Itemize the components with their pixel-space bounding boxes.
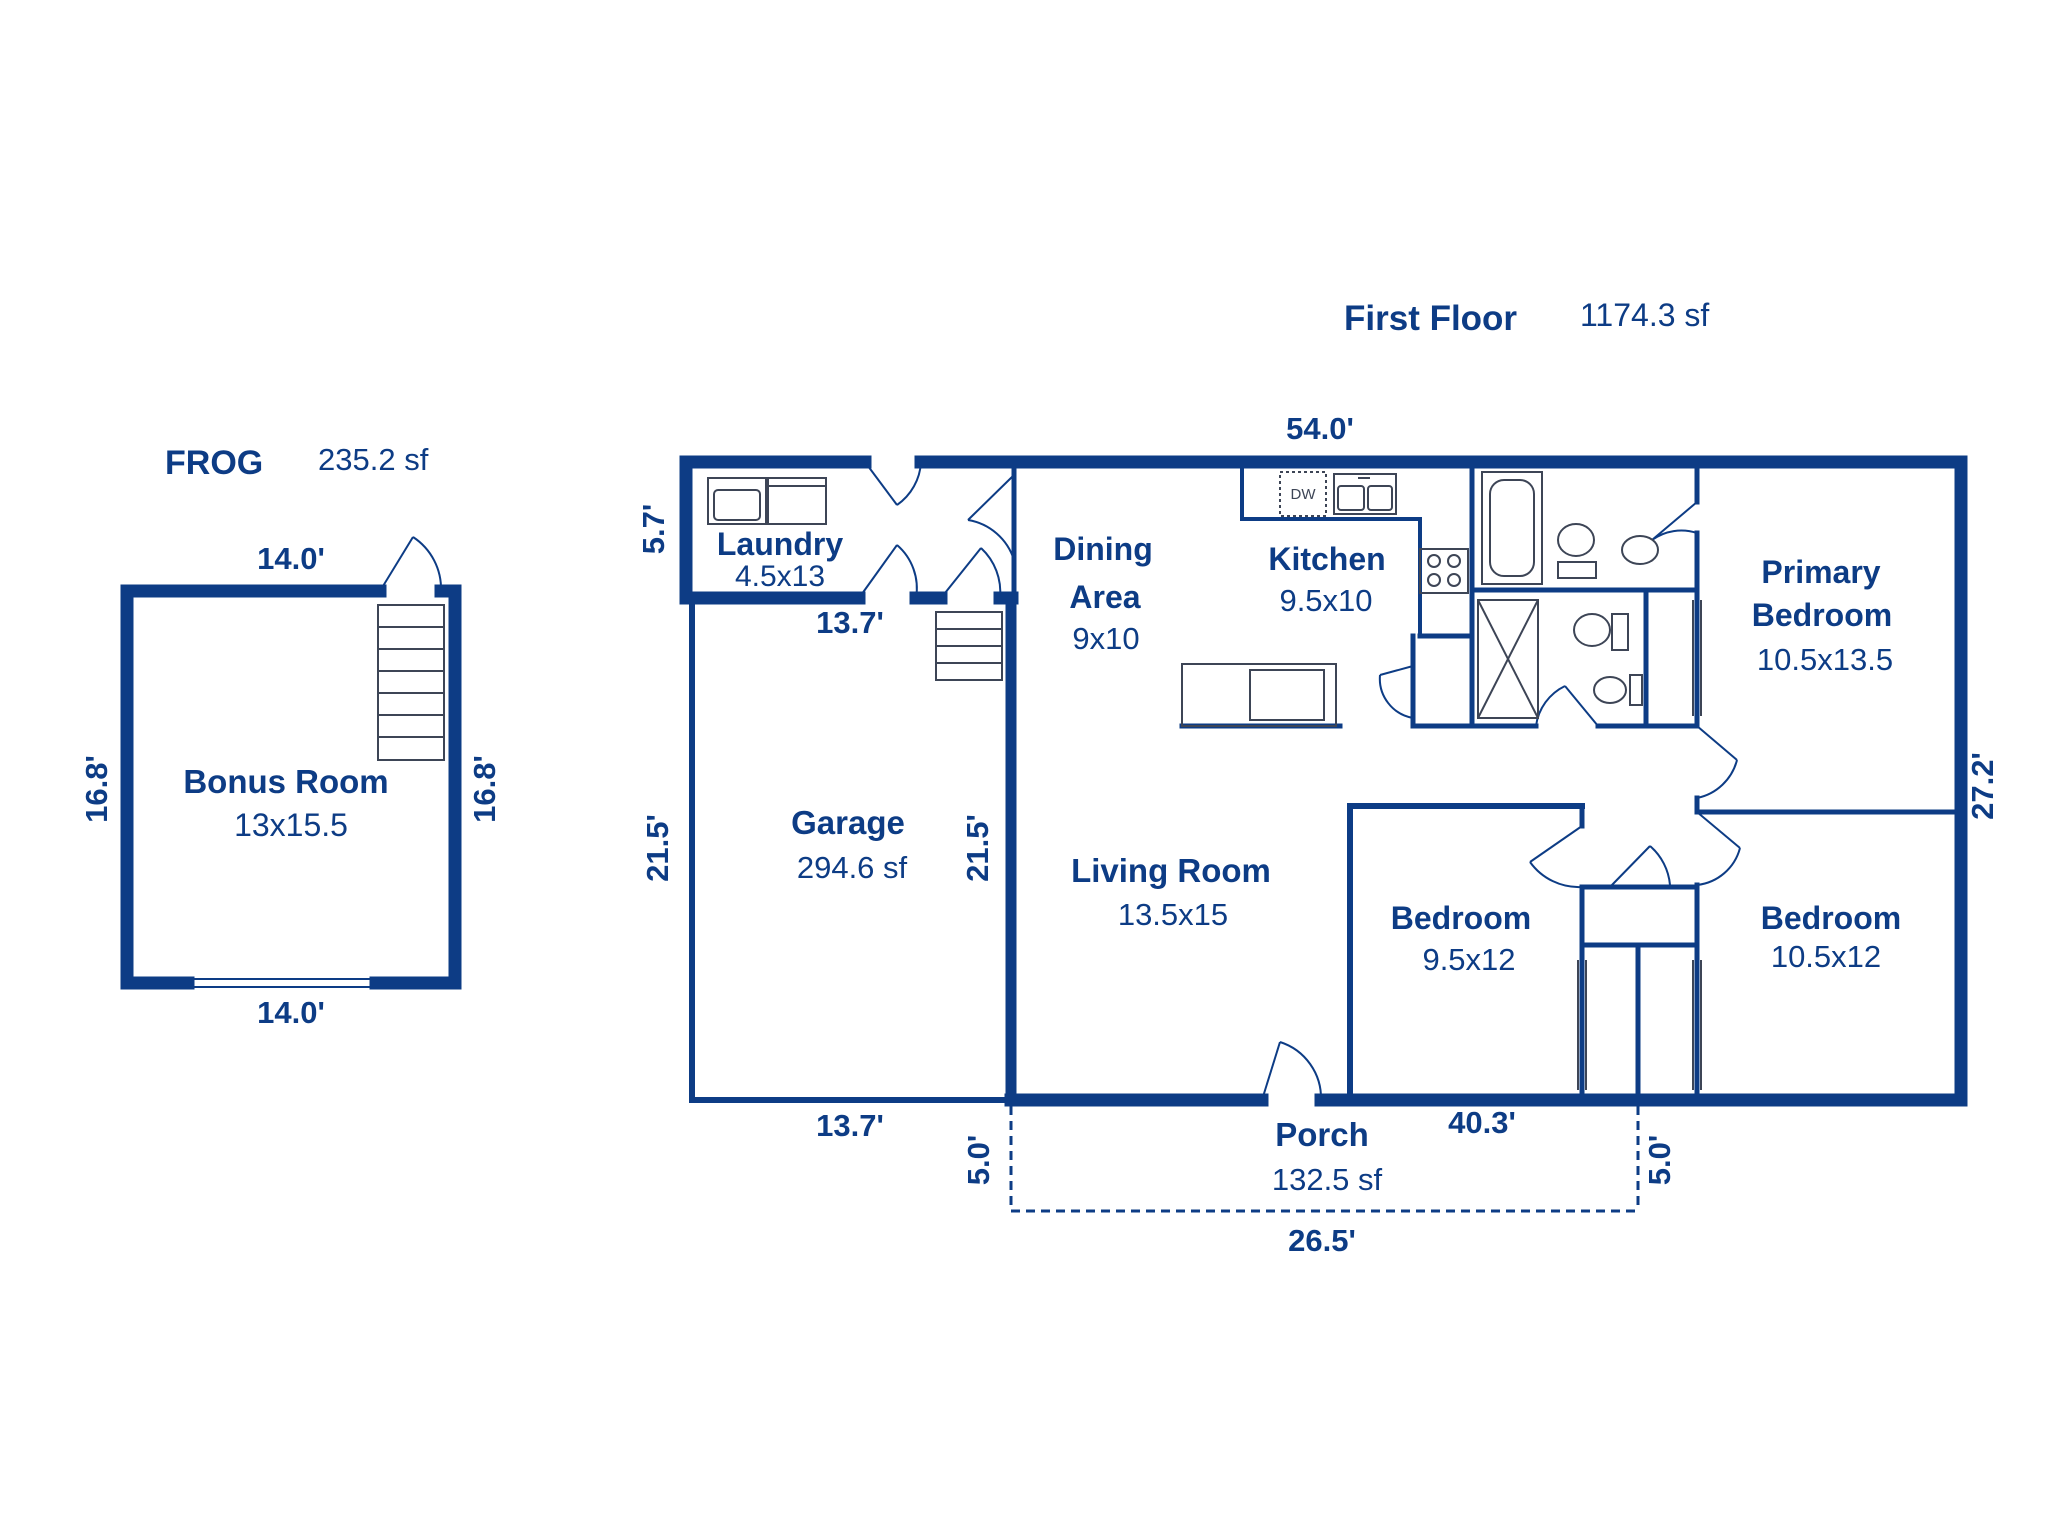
living-room-name: Living Room — [1071, 852, 1271, 889]
kitchen-closet-door — [1378, 665, 1414, 719]
bedroom-b-size: 10.5x12 — [1771, 939, 1881, 974]
frog-window-bottom — [188, 978, 376, 988]
laundry-exterior-door — [864, 461, 922, 506]
dining-name-line1: Dining — [1053, 531, 1153, 567]
primary-bath-door — [1651, 501, 1698, 541]
laundry-bottom-dimension: 13.7' — [816, 605, 884, 640]
top-dimension: 54.0' — [1286, 411, 1354, 446]
garage-size: 294.6 sf — [797, 850, 908, 885]
porch-size: 132.5 sf — [1272, 1162, 1383, 1197]
frog-building: FROG 235.2 sf 14.0' 14.0' 16.8' 16.8' Bo… — [79, 442, 502, 1030]
bathtub — [1481, 471, 1543, 585]
sink-primary — [1621, 535, 1659, 565]
frog-top-dimension: 14.0' — [257, 541, 325, 576]
frog-walls — [120, 584, 462, 990]
garage-left-dimension: 21.5' — [640, 814, 675, 882]
porch-name: Porch — [1275, 1116, 1369, 1153]
bedroom-a-size: 9.5x12 — [1422, 942, 1515, 977]
garage-name: Garage — [791, 804, 905, 841]
primary-bedroom-door — [1696, 725, 1738, 799]
room-labels: Laundry 4.5x13 Dining Area 9x10 Kitchen … — [717, 526, 1901, 1197]
dining-name-line2: Area — [1069, 579, 1140, 615]
dishwasher-label: DW — [1291, 486, 1317, 503]
bonus-room-size: 13x15.5 — [234, 807, 348, 843]
garage-entry-door — [940, 547, 1002, 599]
fixtures — [707, 471, 1659, 727]
frog-area: 235.2 sf — [318, 442, 429, 477]
first-floor-walls — [679, 455, 1968, 1107]
first-floor: First Floor 1174.3 sf — [636, 297, 2000, 1258]
porch-left-dimension: 5.0' — [961, 1135, 996, 1185]
dining-door — [967, 474, 1015, 561]
bath-door — [1535, 685, 1599, 727]
first-floor-title: First Floor — [1344, 299, 1517, 338]
laundry-inner-door — [858, 544, 918, 599]
sink-hall — [1593, 674, 1643, 706]
kitchen-sink — [1333, 473, 1397, 515]
front-door — [1261, 1041, 1323, 1101]
closet-doors — [1577, 600, 1702, 1090]
first-floor-area: 1174.3 sf — [1580, 297, 1709, 333]
frog-left-dimension: 16.8' — [79, 755, 114, 823]
dining-size: 9x10 — [1072, 621, 1139, 656]
laundry-size: 4.5x13 — [735, 560, 825, 593]
laundry-height-dimension: 5.7' — [636, 504, 671, 554]
primary-bedroom-name-line1: Primary — [1761, 554, 1880, 590]
bedroom-a-name: Bedroom — [1391, 900, 1531, 936]
shower — [1477, 599, 1539, 719]
toilet-primary — [1557, 523, 1597, 579]
laundry-name: Laundry — [717, 526, 843, 562]
kitchen-size: 9.5x10 — [1279, 583, 1372, 618]
bonus-room-name: Bonus Room — [183, 763, 388, 800]
bottom-dimension: 40.3' — [1448, 1105, 1516, 1140]
toilet-hall — [1573, 613, 1629, 651]
frog-title: FROG — [165, 444, 263, 482]
island — [1181, 663, 1337, 727]
dishwasher — [1279, 471, 1327, 517]
porch-outline — [1009, 1106, 1640, 1213]
stove — [1419, 548, 1469, 594]
living-room-size: 13.5x15 — [1118, 897, 1228, 932]
frog-stairs — [377, 604, 445, 761]
porch-right-dimension: 5.0' — [1642, 1135, 1677, 1185]
frog-right-dimension: 16.8' — [467, 755, 502, 823]
first-floor-dimensions: 54.0' 5.7' 13.7' 21.5' 21.5' 13.7' 27.2'… — [636, 411, 2000, 1258]
bedroom-a-door — [1529, 825, 1583, 889]
bedroom-b-door — [1696, 811, 1741, 886]
kitchen-name: Kitchen — [1268, 541, 1385, 577]
porch-width-dimension: 26.5' — [1288, 1223, 1356, 1258]
primary-bedroom-size: 10.5x13.5 — [1757, 642, 1893, 677]
primary-bedroom-name-line2: Bedroom — [1752, 597, 1892, 633]
frog-bottom-dimension: 14.0' — [257, 995, 325, 1030]
garage-right-dimension: 21.5' — [960, 814, 995, 882]
garage-stairs — [935, 611, 1003, 681]
hall-door — [1609, 845, 1671, 888]
garage-bottom-dimension: 13.7' — [816, 1108, 884, 1143]
washer-dryer — [707, 477, 827, 525]
first-floor-doors — [858, 461, 1741, 1101]
bedroom-b-name: Bedroom — [1761, 900, 1901, 936]
frog-door — [379, 536, 443, 592]
right-side-dimension: 27.2' — [1965, 752, 2000, 820]
